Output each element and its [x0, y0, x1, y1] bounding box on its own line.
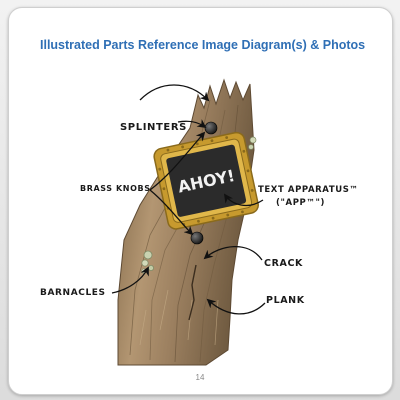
brass-knob-bottom	[190, 231, 204, 245]
label-text-apparatus-sub: ("APP™")	[276, 198, 325, 208]
barnacles-cluster-upper	[248, 136, 257, 150]
label-crack: CRACK	[264, 258, 303, 269]
arrow-barnacles	[111, 266, 149, 294]
label-splinters: SPLINTERS	[120, 122, 187, 133]
label-plank: PLANK	[266, 295, 305, 306]
arrow-brass-knob-bottom	[149, 189, 194, 236]
label-text-apparatus: TEXT APPARATUS™	[258, 185, 359, 195]
arrow-brass-knob-top	[149, 131, 206, 191]
crack-mark	[188, 264, 197, 321]
arrow-crack	[203, 246, 263, 261]
label-brass-knobs: BRASS KNOBS	[80, 184, 151, 193]
arrow-text-apparatus	[223, 193, 264, 207]
page-number: 14	[195, 373, 205, 382]
arrow-plank	[206, 298, 266, 315]
label-barnacles: BARNACLES	[40, 288, 106, 298]
arrow-splinters	[139, 84, 210, 102]
callout-arrows	[111, 84, 266, 315]
brass-knob-top	[204, 121, 218, 135]
arrow-splinters-knob	[177, 119, 207, 129]
page-title: Illustrated Parts Reference Image Diagra…	[40, 38, 366, 52]
